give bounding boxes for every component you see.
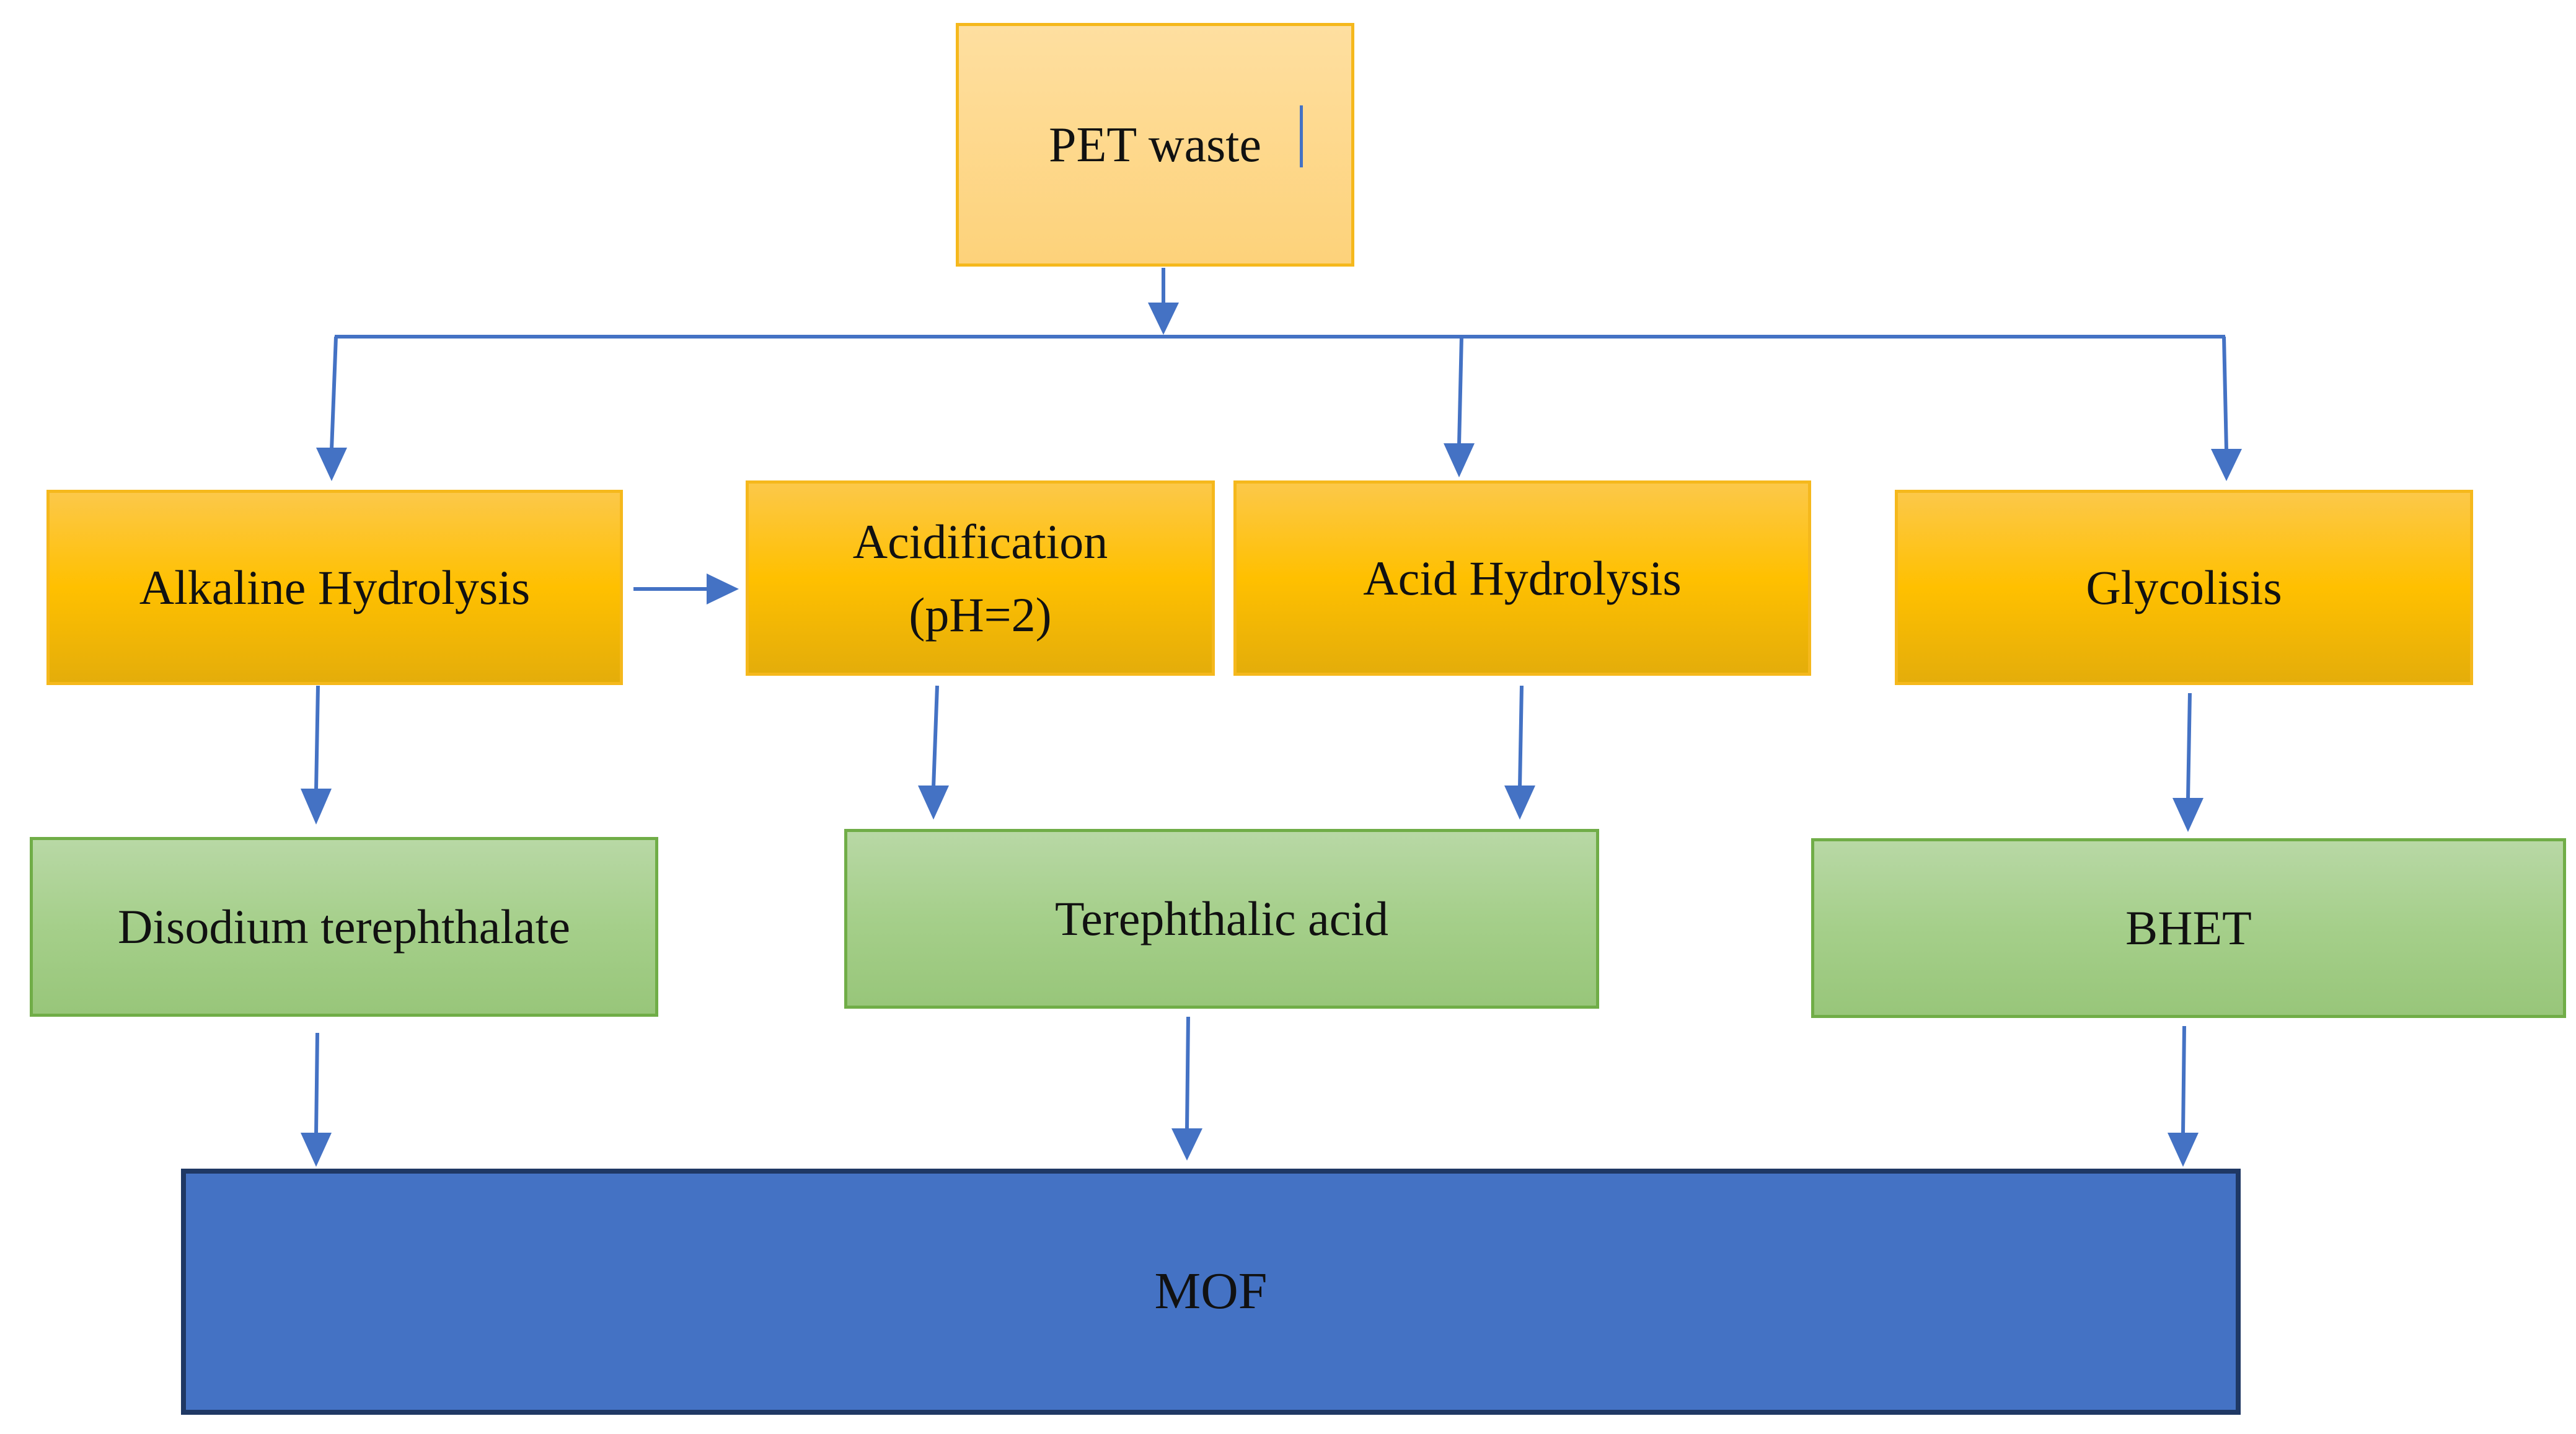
bhet-box: BHET bbox=[1811, 838, 2566, 1018]
arrowhead-terephthalic-left bbox=[918, 786, 949, 820]
arrowhead-mof-center bbox=[1171, 1128, 1202, 1161]
arrow-glycolisis-to-bhet bbox=[2186, 693, 2192, 800]
acidification-label-line1: Acidification bbox=[852, 514, 1108, 569]
acidification-label-line2: (pH=2) bbox=[909, 587, 1052, 642]
terephthalic-acid-box: Terephthalic acid bbox=[844, 829, 1599, 1009]
arrowhead-glycolisis bbox=[2211, 449, 2242, 481]
disodium-terephthalate-box: Disodium terephthalate bbox=[30, 837, 658, 1017]
arrowhead-alkaline bbox=[316, 448, 347, 481]
mof-label: MOF bbox=[1154, 1262, 1268, 1321]
arrow-bus-to-glycolisis bbox=[2222, 336, 2228, 451]
disodium-terephthalate-label: Disodium terephthalate bbox=[118, 900, 570, 954]
arrowhead-mof-left bbox=[301, 1133, 332, 1167]
arrow-disodium-to-mof bbox=[314, 1032, 319, 1135]
arrowhead-pet-bus bbox=[1148, 303, 1179, 335]
bhet-label: BHET bbox=[2125, 901, 2252, 955]
acid-hydrolysis-box: Acid Hydrolysis bbox=[1233, 480, 1811, 676]
arrowhead-acidification bbox=[707, 573, 739, 604]
arrowhead-mof-right bbox=[2168, 1133, 2199, 1167]
alkaline-hydrolysis-box: Alkaline Hydrolysis bbox=[46, 490, 623, 685]
glycolisis-box: Glycolisis bbox=[1895, 490, 2473, 685]
arrowhead-terephthalic-right bbox=[1504, 786, 1535, 820]
arrow-bhet-to-mof bbox=[2181, 1025, 2186, 1135]
pet-waste-label: PET waste bbox=[1049, 117, 1261, 172]
acid-hydrolysis-label: Acid Hydrolysis bbox=[1363, 551, 1682, 605]
arrowhead-acid-hydrolysis bbox=[1444, 443, 1475, 477]
glycolisis-label: Glycolisis bbox=[2086, 560, 2282, 614]
arrow-terephthalic-to-mof bbox=[1185, 1016, 1190, 1130]
arrow-bus-to-alkaline bbox=[330, 336, 338, 450]
arrow-bus-to-acid-hydrolysis bbox=[1457, 336, 1463, 446]
text-cursor-mark bbox=[1300, 105, 1303, 167]
arrowhead-disodium bbox=[301, 789, 332, 825]
arrowhead-bhet bbox=[2172, 798, 2203, 832]
alkaline-hydrolysis-label: Alkaline Hydrolysis bbox=[139, 560, 531, 614]
pet-waste-box: PET waste bbox=[956, 23, 1354, 267]
terephthalic-acid-label: Terephthalic acid bbox=[1054, 892, 1389, 946]
acidification-box: Acidification (pH=2) bbox=[746, 480, 1215, 676]
mof-box: MOF bbox=[181, 1169, 2241, 1415]
arrow-acidification-to-terephthalic bbox=[932, 685, 939, 788]
arrow-acid-hydrolysis-to-terephthalic bbox=[1518, 685, 1524, 788]
arrow-alkaline-to-disodium bbox=[314, 685, 320, 791]
